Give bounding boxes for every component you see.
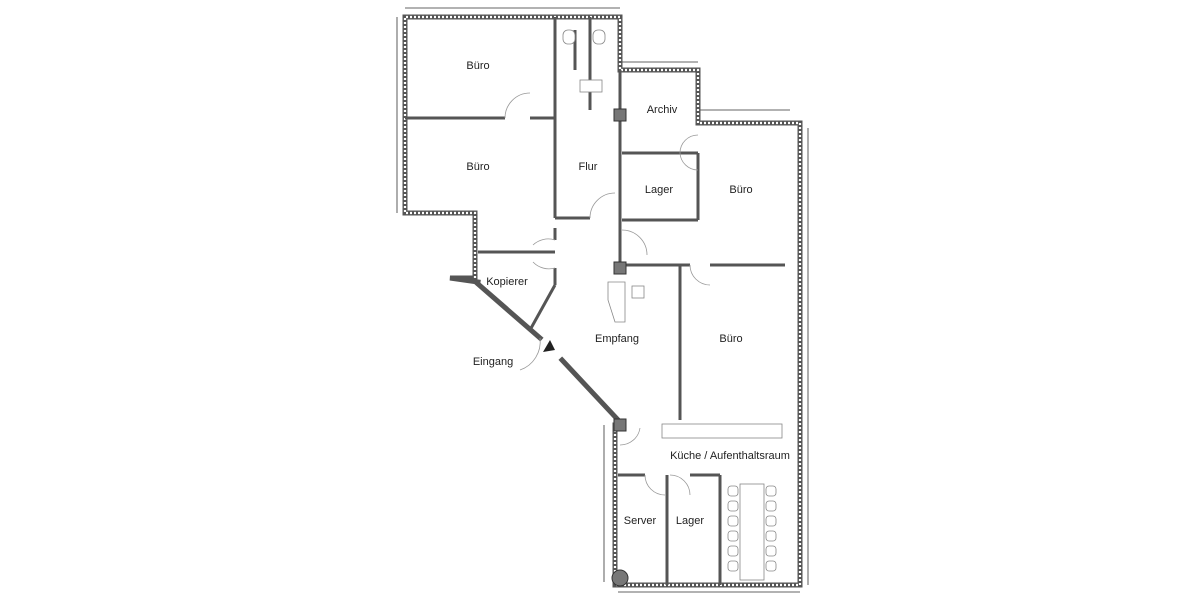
outer-walls — [402, 14, 803, 588]
reception-desk — [607, 281, 626, 323]
room-label-server: Server — [624, 515, 657, 527]
room-label-lager-2: Lager — [676, 515, 704, 527]
room-label-flur: Flur — [579, 161, 598, 173]
interior-walls — [405, 17, 785, 585]
room-label-kopierer: Kopierer — [486, 276, 528, 288]
chair — [631, 285, 645, 299]
columns — [611, 108, 629, 587]
room-label-empfang: Empfang — [595, 333, 639, 345]
room-label-kueche: Küche / Aufenthaltsraum — [670, 450, 790, 462]
dimension-lines — [396, 7, 809, 593]
room-label-buero-2: Büro — [466, 161, 489, 173]
room-label-buero-3: Büro — [729, 184, 752, 196]
room-label-archiv: Archiv — [647, 104, 678, 116]
furniture — [543, 29, 783, 581]
room-label-buero-1: Büro — [466, 60, 489, 72]
kitchen-counter — [661, 423, 783, 439]
room-labels: Büro Büro Flur Archiv Lager Büro Kopiere… — [466, 60, 790, 527]
entrance-arrow-icon — [543, 340, 555, 352]
dining-table — [739, 483, 765, 581]
dining-chairs — [727, 485, 777, 572]
room-label-buero-4: Büro — [719, 333, 742, 345]
room-label-lager-1: Lager — [645, 184, 673, 196]
room-label-eingang: Eingang — [473, 356, 513, 368]
door-swings — [504, 92, 711, 496]
